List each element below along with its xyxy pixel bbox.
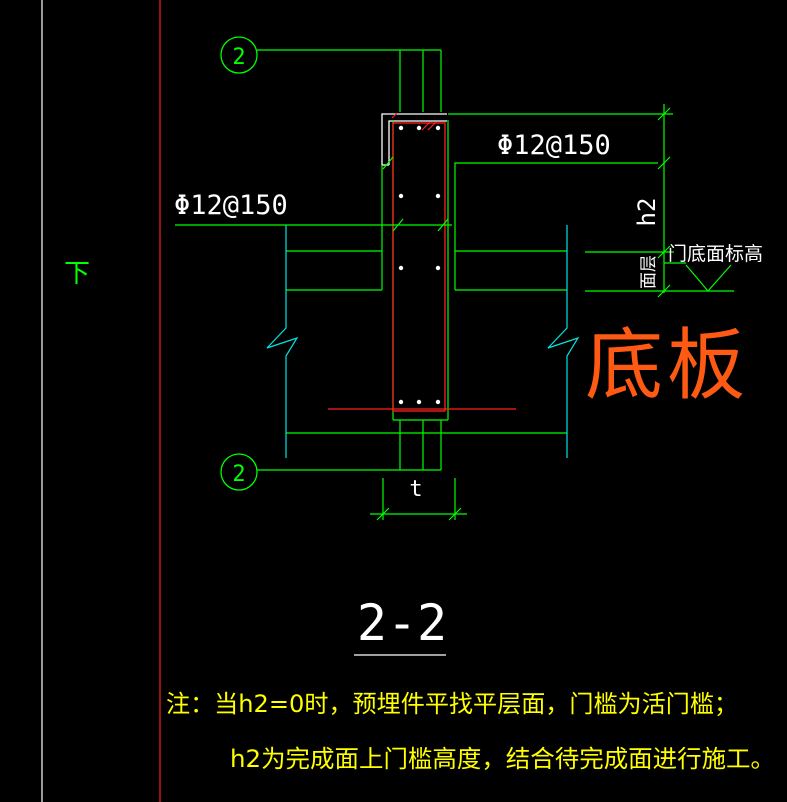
handwritten-slab-note: 底板 bbox=[585, 321, 749, 411]
dimension-h2 bbox=[448, 104, 734, 298]
rebar-dots bbox=[398, 125, 441, 405]
svg-text:2: 2 bbox=[232, 45, 245, 70]
direction-label: 下 bbox=[64, 259, 90, 289]
svg-text:2: 2 bbox=[232, 462, 245, 487]
door-bottom-label: 门底面标高 bbox=[668, 243, 763, 265]
dimension-t-label: t bbox=[409, 477, 422, 502]
rebar-label-top: Φ12@150 bbox=[497, 130, 611, 161]
dimension-t bbox=[370, 478, 467, 521]
note-line-1: 注：当h2=0时，预埋件平找平层面，门槛为活门槛； bbox=[166, 690, 738, 718]
embedded-angle-steel bbox=[381, 113, 447, 166]
dimension-surface-label: 面层 bbox=[639, 255, 659, 289]
rebar-cage bbox=[328, 122, 516, 412]
rebar-label-left: Φ12@150 bbox=[174, 190, 288, 221]
note-line-2: h2为完成面上门槛高度，结合待完成面进行施工。 bbox=[230, 745, 775, 773]
section-marker-top: 2 bbox=[220, 36, 441, 74]
section-title: 2-2 bbox=[357, 594, 447, 652]
threshold-post bbox=[399, 50, 442, 470]
dimension-h2-label: h2 bbox=[633, 198, 661, 227]
slab-break-lines bbox=[266, 225, 580, 458]
section-marker-bottom: 2 bbox=[220, 453, 441, 491]
leader-lines bbox=[175, 156, 452, 232]
